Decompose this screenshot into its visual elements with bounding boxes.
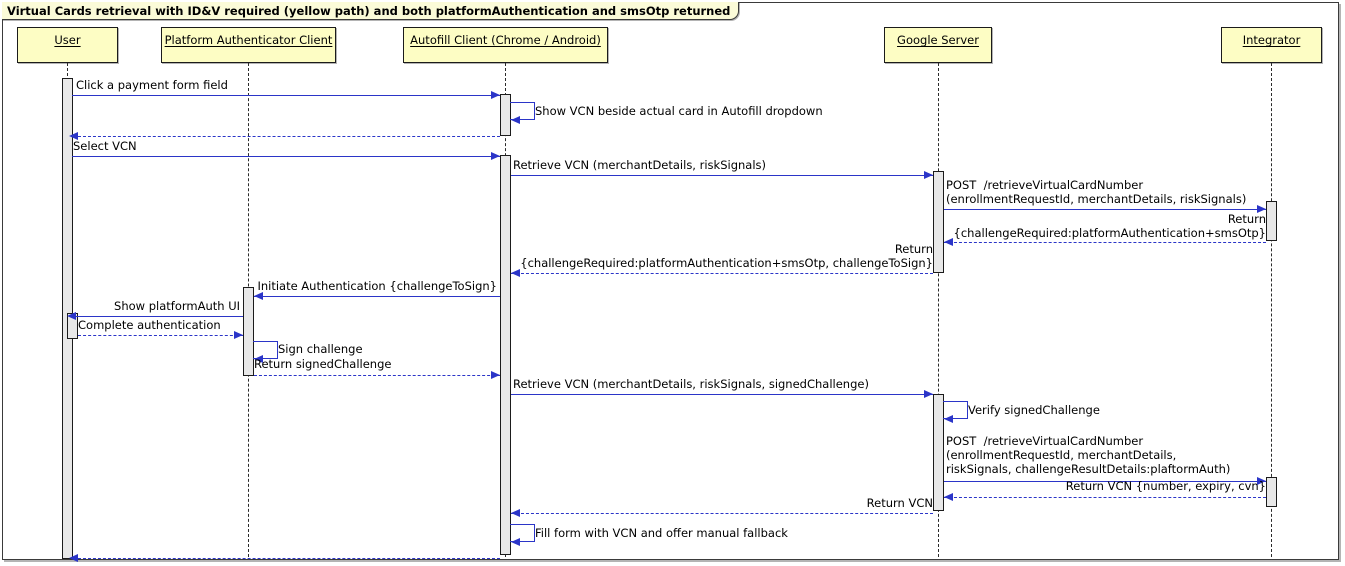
message-label-5: Retrieve VCN (merchantDetails, riskSigna… [513,158,766,172]
message-arrowhead-3 [69,132,78,140]
participant-google-server[interactable]: Google Server [884,27,992,63]
message-arrow-5 [511,175,933,176]
message-arrowhead-5 [924,171,933,179]
message-label-10: Show platformAuth UI [114,299,240,313]
activation-platform-auth-client [243,287,254,376]
message-arrowhead-11 [234,331,243,339]
message-label-7: Return {challengeRequired:platformAuthen… [953,212,1266,240]
message-label-2: Show VCN beside actual card in Autofill … [535,104,823,118]
participant-user[interactable]: User [17,27,118,63]
message-arrowhead-1 [491,91,500,99]
message-label-1: Click a payment form field [76,78,228,92]
message-arrow-16 [944,481,1266,482]
message-arrowhead-8 [511,269,520,277]
message-arrow-8 [511,273,933,274]
message-arrowhead-16 [1257,477,1266,485]
message-arrowhead-10 [67,312,76,320]
message-arrowhead-17 [944,493,953,501]
activation-autofill-1 [500,94,511,136]
message-label-13: Return signedChallenge [254,357,392,371]
message-label-17: Return VCN {number, expiry, cvn} [1065,479,1266,493]
message-label-4: Select VCN [73,139,137,153]
message-arrow-9 [254,296,500,297]
message-arrowhead-7 [944,238,953,246]
message-label-6: POST /retrieveVirtualCardNumber (enrollm… [946,178,1247,206]
message-arrow-17 [944,497,1266,498]
participant-label-google-server: Google Server [897,33,979,47]
message-arrowhead-12 [254,355,263,363]
message-arrow-1 [72,95,500,96]
lifeline-google-server [938,63,939,557]
message-label-18: Return VCN [866,496,933,510]
message-arrow-7 [944,242,1266,243]
participant-label-integrator: Integrator [1242,33,1301,47]
message-selfloop-15 [943,401,968,419]
message-selfloop-12 [253,341,278,359]
message-arrowhead-2 [511,116,520,124]
message-arrowhead-18 [511,509,520,517]
message-selfloop-19 [510,524,535,542]
participant-label-autofill-client: Autofill Client (Chrome / Android) [410,33,601,47]
message-arrow-3 [78,136,500,137]
message-label-14: Retrieve VCN (merchantDetails, riskSigna… [513,377,869,391]
message-arrowhead-20 [69,554,78,562]
message-arrow-10 [76,316,243,317]
activation-integrator-2 [1266,477,1277,507]
message-arrow-11 [78,335,243,336]
message-arrowhead-14 [924,390,933,398]
message-arrowhead-19 [511,538,520,546]
message-arrow-18 [511,513,933,514]
participant-platform-authenticator-client[interactable]: Platform Authenticator Client [161,27,336,63]
message-arrow-4 [72,156,500,157]
message-label-12: Sign challenge [278,342,363,356]
diagram-title: Virtual Cards retrieval with ID&V requir… [2,2,740,20]
message-arrow-13 [254,375,500,376]
participant-label-platform-authenticator-client: Platform Authenticator Client [164,33,333,47]
message-selfloop-2 [510,102,535,120]
message-label-19: Fill form with VCN and offer manual fall… [535,526,788,540]
lifeline-integrator [1271,63,1272,557]
message-label-8: Return {challengeRequired:platformAuthen… [520,242,933,270]
activation-autofill-2 [500,155,511,555]
participant-integrator[interactable]: Integrator [1221,27,1322,63]
message-arrowhead-4 [491,152,500,160]
message-arrowhead-6 [1257,205,1266,213]
participant-autofill-client[interactable]: Autofill Client (Chrome / Android) [403,27,608,63]
message-label-16: POST /retrieveVirtualCardNumber (enrollm… [946,434,1231,476]
message-label-9: Initiate Authentication {challengeToSign… [257,279,497,293]
activation-google-server-1 [933,171,944,273]
message-arrow-6 [944,209,1266,210]
message-arrow-20 [78,558,500,559]
participant-label-user: User [54,33,81,47]
message-label-11: Complete authentication [78,318,221,332]
message-arrow-14 [511,394,933,395]
message-arrowhead-13 [491,371,500,379]
message-arrowhead-9 [254,292,263,300]
activation-integrator-1 [1266,201,1277,241]
activation-google-server-2 [933,394,944,511]
message-label-15: Verify signedChallenge [968,403,1100,417]
message-arrowhead-15 [944,415,953,423]
